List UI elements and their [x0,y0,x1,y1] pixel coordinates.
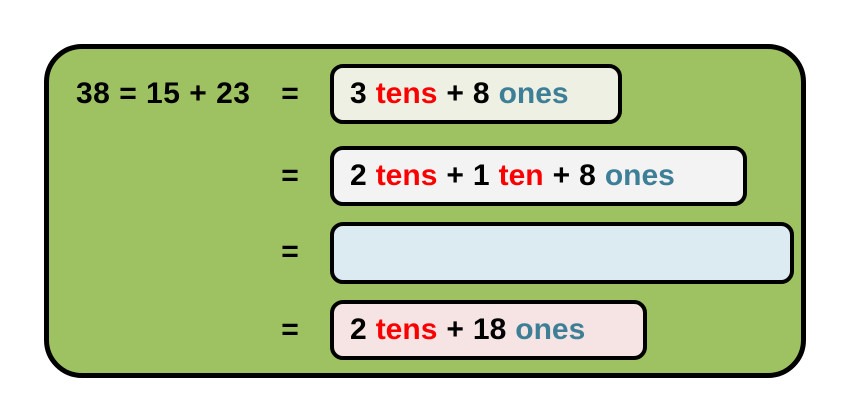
token-op: + [552,159,571,192]
token-tens: tens [375,159,438,192]
token-num: 1 [472,159,490,192]
token-tens: ten [498,159,544,192]
equals-sign-row-4: = [281,313,299,346]
token-num: 2 [350,313,367,346]
token-tens: tens [375,313,438,346]
token-op: + [446,313,464,346]
token-op: + [446,77,464,110]
token-op: + [446,159,464,192]
token-num: 2 [350,159,367,192]
lead-expression: 38 = 15 + 23 [76,77,251,110]
token-num: 8 [579,159,596,192]
token-num: 3 [350,77,367,110]
answer-box-row-3-blank[interactable] [330,222,794,284]
token-num: 8 [472,77,490,110]
token-ones: ones [515,313,586,346]
token-tens: tens [375,77,438,110]
equals-sign-row-1: = [281,77,299,110]
token-num: 18 [472,313,507,346]
equals-sign-row-2: = [281,159,299,192]
equals-sign-row-3: = [281,235,299,268]
token-ones: ones [498,77,569,110]
token-ones: ones [604,159,675,192]
